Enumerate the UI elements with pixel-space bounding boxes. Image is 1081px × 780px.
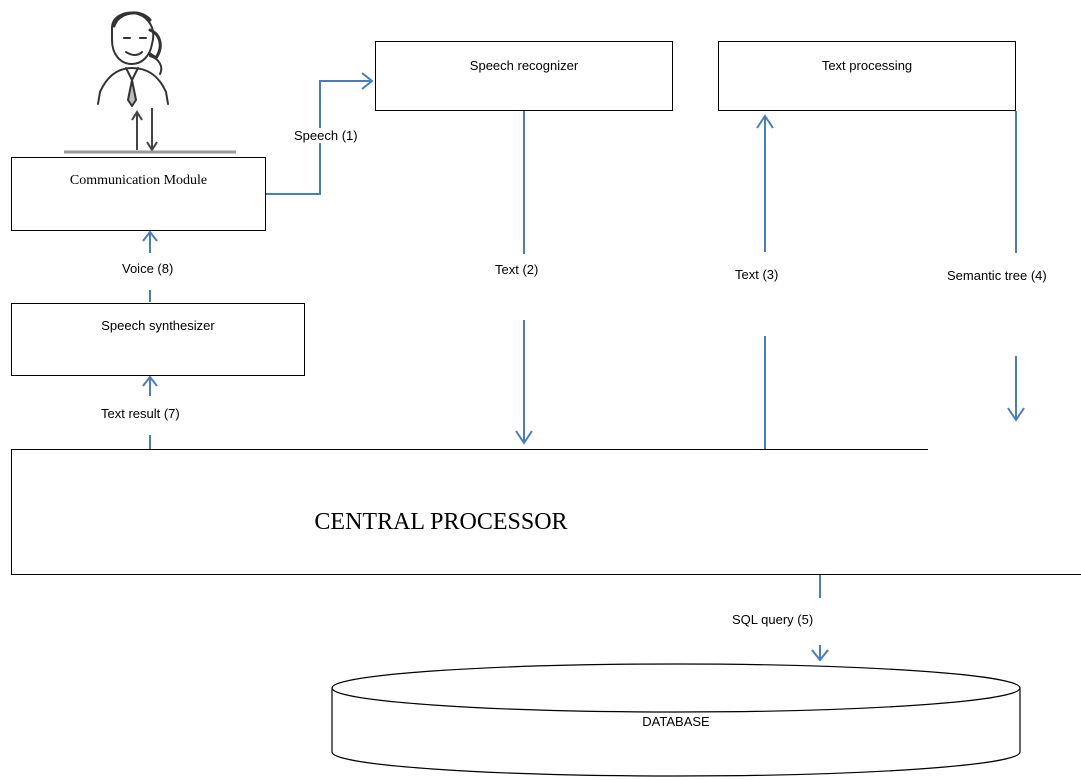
central-processor-outline: [11, 449, 1081, 575]
text-processing-box: Text processing: [718, 41, 1016, 111]
flow-speech-label: Speech (1): [294, 128, 358, 143]
text3-arrowhead: [756, 114, 774, 129]
flow-text2-label: Text (2): [495, 262, 539, 277]
person-on-phone-icon: [97, 11, 169, 107]
communication-module-label: Communication Module: [69, 173, 208, 188]
speech-recognizer-label: Speech recognizer: [469, 58, 579, 73]
flow-voice-label: Voice (8): [122, 261, 174, 276]
central-processor-label: CENTRAL PROCESSOR: [314, 509, 568, 535]
database-cylinder: [331, 663, 1021, 777]
flow-semantic-tree-label: Semantic tree (4): [947, 268, 1047, 283]
speech-synthesizer-label: Speech synthesizer: [101, 318, 215, 333]
sql-arrowhead: [811, 649, 829, 662]
speech-arrowhead: [361, 72, 374, 90]
flow-text3-label: Text (3): [735, 267, 779, 282]
semantic-arrowhead: [1007, 407, 1025, 422]
voice-arrowhead: [142, 230, 158, 242]
text-result-arrowhead: [142, 375, 158, 387]
communication-module-box: Communication Module: [11, 157, 266, 231]
central-processor-box: CENTRAL PROCESSOR: [11, 449, 1081, 575]
flow-sql-query-label: SQL query (5): [732, 612, 814, 627]
database-label: DATABASE: [642, 714, 710, 729]
text2-arrowhead: [515, 430, 533, 445]
user-module-double-arrow: [131, 108, 158, 152]
flow-text-result-label: Text result (7): [101, 406, 180, 421]
speech-recognizer-box: Speech recognizer: [375, 41, 673, 111]
text-processing-label: Text processing: [821, 58, 913, 73]
speech-synthesizer-box: Speech synthesizer: [11, 303, 305, 376]
